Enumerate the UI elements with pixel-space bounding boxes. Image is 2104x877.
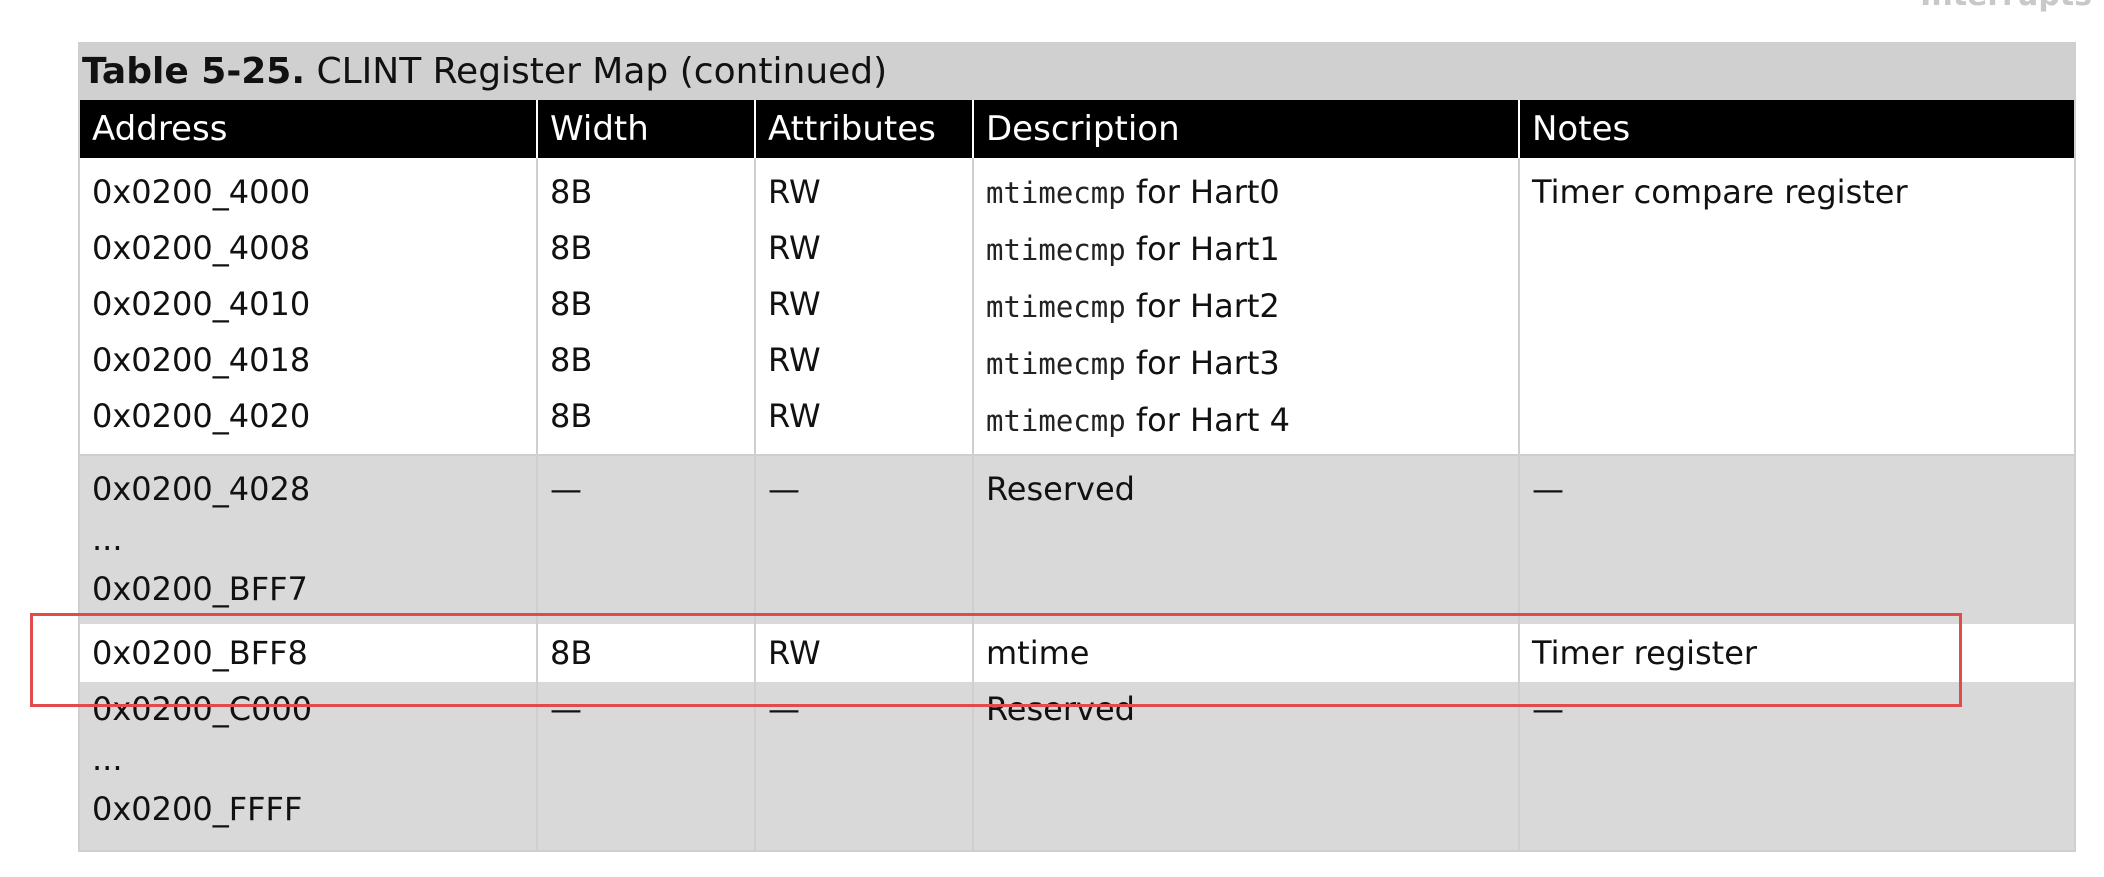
address-value: 0x0200_4008: [92, 229, 311, 267]
address-range-start: 0x0200_4028: [92, 470, 311, 508]
table-row-reserved-2: 0x0200_C000 ... 0x0200_FFFF — — Reserved…: [80, 682, 2074, 850]
description-line: mtimecmp for Hart3: [986, 335, 1506, 392]
address-cell: 0x0200_4028 ... 0x0200_BFF7: [80, 456, 538, 624]
notes-value: Timer register: [1532, 634, 1758, 672]
header-width: Width: [538, 100, 756, 158]
caption-title: CLINT Register Map (continued): [305, 51, 888, 92]
table-row-mtime: 0x0200_BFF8 8B RW mtime Timer register: [80, 624, 2074, 682]
address-cell: 0x0200_C000 ... 0x0200_FFFF: [80, 682, 538, 850]
attributes-cell: RW RW RW RW RW: [756, 158, 974, 454]
description-line: mtimecmp for Hart0: [986, 164, 1506, 221]
description-text: for Hart 4: [1125, 401, 1290, 439]
address-value: 0x0200_4000: [92, 173, 311, 211]
width-cell: —: [538, 456, 756, 624]
width-value: —: [550, 470, 582, 508]
notes-value: —: [1532, 470, 1564, 508]
attr-value: RW: [768, 229, 821, 267]
address-range-end: 0x0200_FFFF: [92, 790, 303, 828]
width-value: 8B: [550, 341, 593, 379]
attr-value: RW: [768, 173, 821, 211]
address-value: 0x0200_4010: [92, 285, 311, 323]
table-caption: Table 5-25. CLINT Register Map (continue…: [80, 44, 2074, 100]
header-address: Address: [80, 100, 538, 158]
width-value: 8B: [538, 624, 756, 682]
attr-value: —: [768, 690, 800, 728]
width-value: 8B: [550, 397, 593, 435]
width-cell: —: [538, 682, 756, 850]
register-code: mtimecmp: [986, 176, 1126, 210]
attr-value: RW: [768, 397, 821, 435]
description-text: for Hart1: [1125, 230, 1280, 268]
address-value: 0x0200_BFF8: [80, 624, 538, 682]
table-row-mtimecmp-group: 0x0200_4000 0x0200_4008 0x0200_4010 0x02…: [80, 158, 2074, 454]
description-cell: mtimecmp for Hart0 mtimecmp for Hart1 mt…: [974, 158, 1520, 454]
description-line: mtimecmp for Hart 4: [986, 392, 1506, 449]
register-code: mtimecmp: [986, 290, 1126, 324]
attributes-cell: —: [756, 682, 974, 850]
notes-value: Timer compare register: [1532, 173, 1908, 211]
attr-value: RW: [768, 341, 821, 379]
register-code: mtimecmp: [986, 347, 1126, 381]
notes-cell: Timer compare register: [1520, 158, 2074, 454]
description-line: mtimecmp for Hart1: [986, 221, 1506, 278]
address-range-ellipsis: ...: [92, 520, 123, 558]
address-range-start: 0x0200_C000: [92, 690, 313, 728]
description-text: for Hart3: [1125, 344, 1280, 382]
attr-value: —: [768, 470, 800, 508]
width-value: 8B: [550, 173, 593, 211]
section-header-text: Interrupts: [1920, 0, 2092, 13]
address-value: 0x0200_4020: [92, 397, 311, 435]
notes-cell: —: [1520, 682, 2074, 850]
description-text: for Hart2: [1125, 287, 1280, 325]
description-text: Reserved: [986, 470, 1135, 508]
address-range-end: 0x0200_BFF7: [92, 570, 308, 608]
width-value: —: [550, 690, 582, 728]
register-code: mtimecmp: [986, 233, 1126, 267]
register-code: mtimecmp: [986, 404, 1126, 438]
table-header-row: Address Width Attributes Description Not…: [80, 100, 2074, 158]
description-text: Reserved: [986, 690, 1135, 728]
attr-value: RW: [756, 624, 974, 682]
description-cell: Reserved: [974, 682, 1520, 850]
header-description: Description: [974, 100, 1520, 158]
address-value: 0x0200_4018: [92, 341, 311, 379]
width-value: 8B: [550, 285, 593, 323]
attr-value: RW: [768, 285, 821, 323]
address-range-ellipsis: ...: [92, 740, 123, 778]
notes-cell: —: [1520, 456, 2074, 624]
table-row-reserved-1: 0x0200_4028 ... 0x0200_BFF7 — — Reserved…: [80, 454, 2074, 624]
caption-number: Table 5-25.: [82, 51, 306, 92]
clint-register-table: Table 5-25. CLINT Register Map (continue…: [78, 42, 2076, 852]
header-notes: Notes: [1532, 109, 1631, 149]
description-text: for Hart0: [1125, 173, 1280, 211]
description-line: mtimecmp for Hart2: [986, 278, 1506, 335]
width-cell: 8B 8B 8B 8B 8B: [538, 158, 756, 454]
address-cell: 0x0200_4000 0x0200_4008 0x0200_4010 0x02…: [80, 158, 538, 454]
attributes-cell: —: [756, 456, 974, 624]
description-cell: Reserved: [974, 456, 1520, 624]
description-text: mtime: [974, 624, 1520, 682]
width-value: 8B: [550, 229, 593, 267]
notes-value: —: [1532, 690, 1564, 728]
header-attributes: Attributes: [756, 100, 974, 158]
